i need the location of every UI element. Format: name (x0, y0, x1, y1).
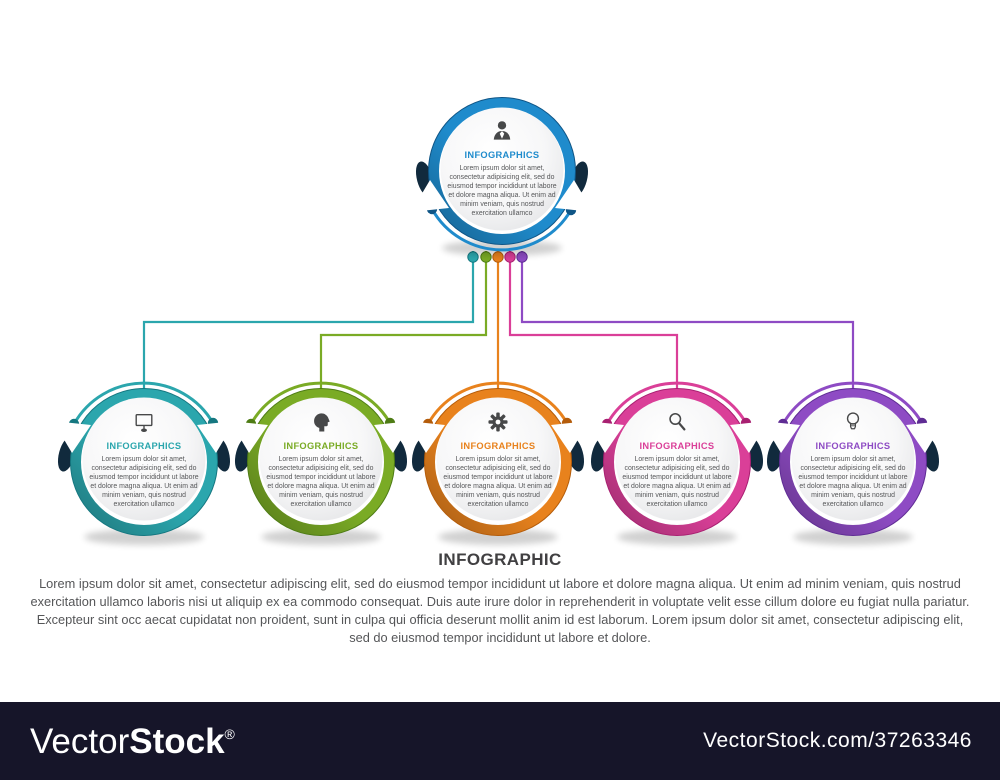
lightbulb-icon (748, 409, 958, 440)
registered-mark: ® (224, 725, 235, 742)
vectorstock-logo: VectorStock® (30, 724, 235, 759)
node-body-text: Lorem ipsum dolor sit amet, consectetur … (266, 455, 376, 509)
org-node-5: INFOGRAPHICS Lorem ipsum dolor sit amet,… (748, 357, 958, 567)
node-body-text: Lorem ipsum dolor sit amet, consectetur … (447, 164, 557, 218)
user-icon (397, 118, 607, 149)
node-body-text: Lorem ipsum dolor sit amet, consectetur … (798, 455, 908, 509)
node-title: INFOGRAPHICS (815, 441, 891, 451)
watermark-bar: VectorStock® VectorStock.com/37263346 (0, 702, 1000, 780)
profile-head-icon (216, 409, 426, 440)
infographic-description: Lorem ipsum dolor sit amet, consectetur … (30, 576, 970, 645)
node-title: INFOGRAPHICS (464, 150, 540, 160)
node-title: INFOGRAPHICS (283, 441, 359, 451)
node-body-text: Lorem ipsum dolor sit amet, consectetur … (89, 455, 199, 509)
org-node-1: INFOGRAPHICS Lorem ipsum dolor sit amet,… (39, 357, 249, 567)
monitor-icon (39, 409, 249, 440)
logo-vector-text: Vector (30, 721, 130, 761)
gear-icon (393, 409, 603, 440)
infographic-heading: INFOGRAPHIC (438, 550, 562, 569)
org-node-top: INFOGRAPHICS Lorem ipsum dolor sit amet,… (397, 66, 607, 276)
node-title: INFOGRAPHICS (639, 441, 715, 451)
node-title: INFOGRAPHICS (460, 441, 536, 451)
vectorstock-image-ref: VectorStock.com/37263346 (703, 729, 972, 752)
node-title: INFOGRAPHICS (106, 441, 182, 451)
org-node-4: INFOGRAPHICS Lorem ipsum dolor sit amet,… (572, 357, 782, 567)
logo-stock-text: Stock (129, 721, 225, 761)
node-body-text: Lorem ipsum dolor sit amet, consectetur … (622, 455, 732, 509)
org-node-3: INFOGRAPHICS Lorem ipsum dolor sit amet,… (393, 357, 603, 567)
org-node-2: INFOGRAPHICS Lorem ipsum dolor sit amet,… (216, 357, 426, 567)
node-body-text: Lorem ipsum dolor sit amet, consectetur … (443, 455, 553, 509)
search-icon (572, 409, 782, 440)
